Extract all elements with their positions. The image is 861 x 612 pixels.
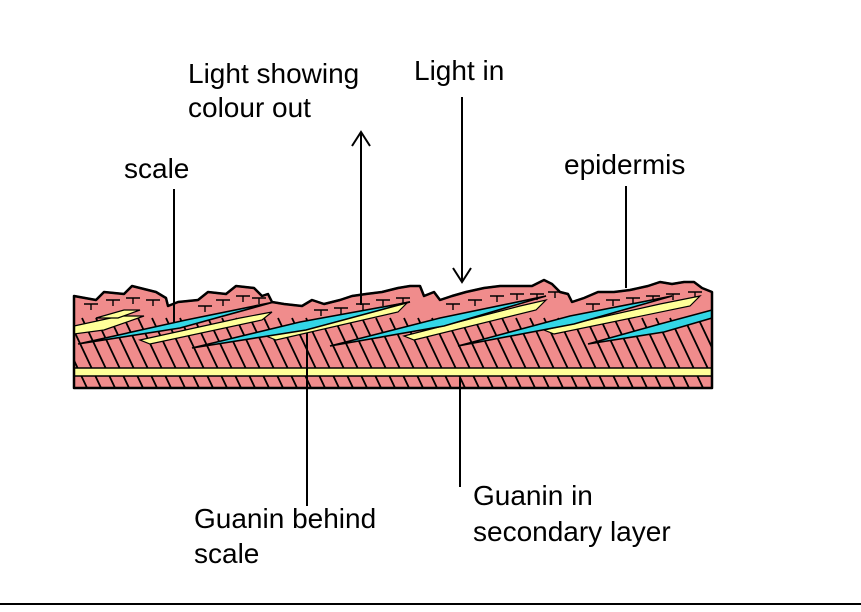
label-guanin-behind-line2: scale — [194, 538, 260, 569]
label-guanin-behind-line1: Guanin behind — [194, 503, 377, 534]
guanin-secondary-layer — [73, 367, 713, 377]
label-epidermis: epidermis — [564, 149, 686, 180]
label-light-out-line2: colour out — [188, 92, 311, 123]
label-guanin-secondary-line2: secondary layer — [473, 516, 671, 547]
light-out-arrow — [351, 130, 371, 305]
label-scale: scale — [124, 153, 190, 184]
label-guanin-secondary-line1: Guanin in — [473, 480, 593, 511]
label-light-out-line1: Light showing — [188, 58, 360, 89]
label-light-in: Light in — [414, 55, 505, 86]
light-in-arrow — [452, 97, 472, 284]
bottom-border-line — [0, 603, 861, 605]
